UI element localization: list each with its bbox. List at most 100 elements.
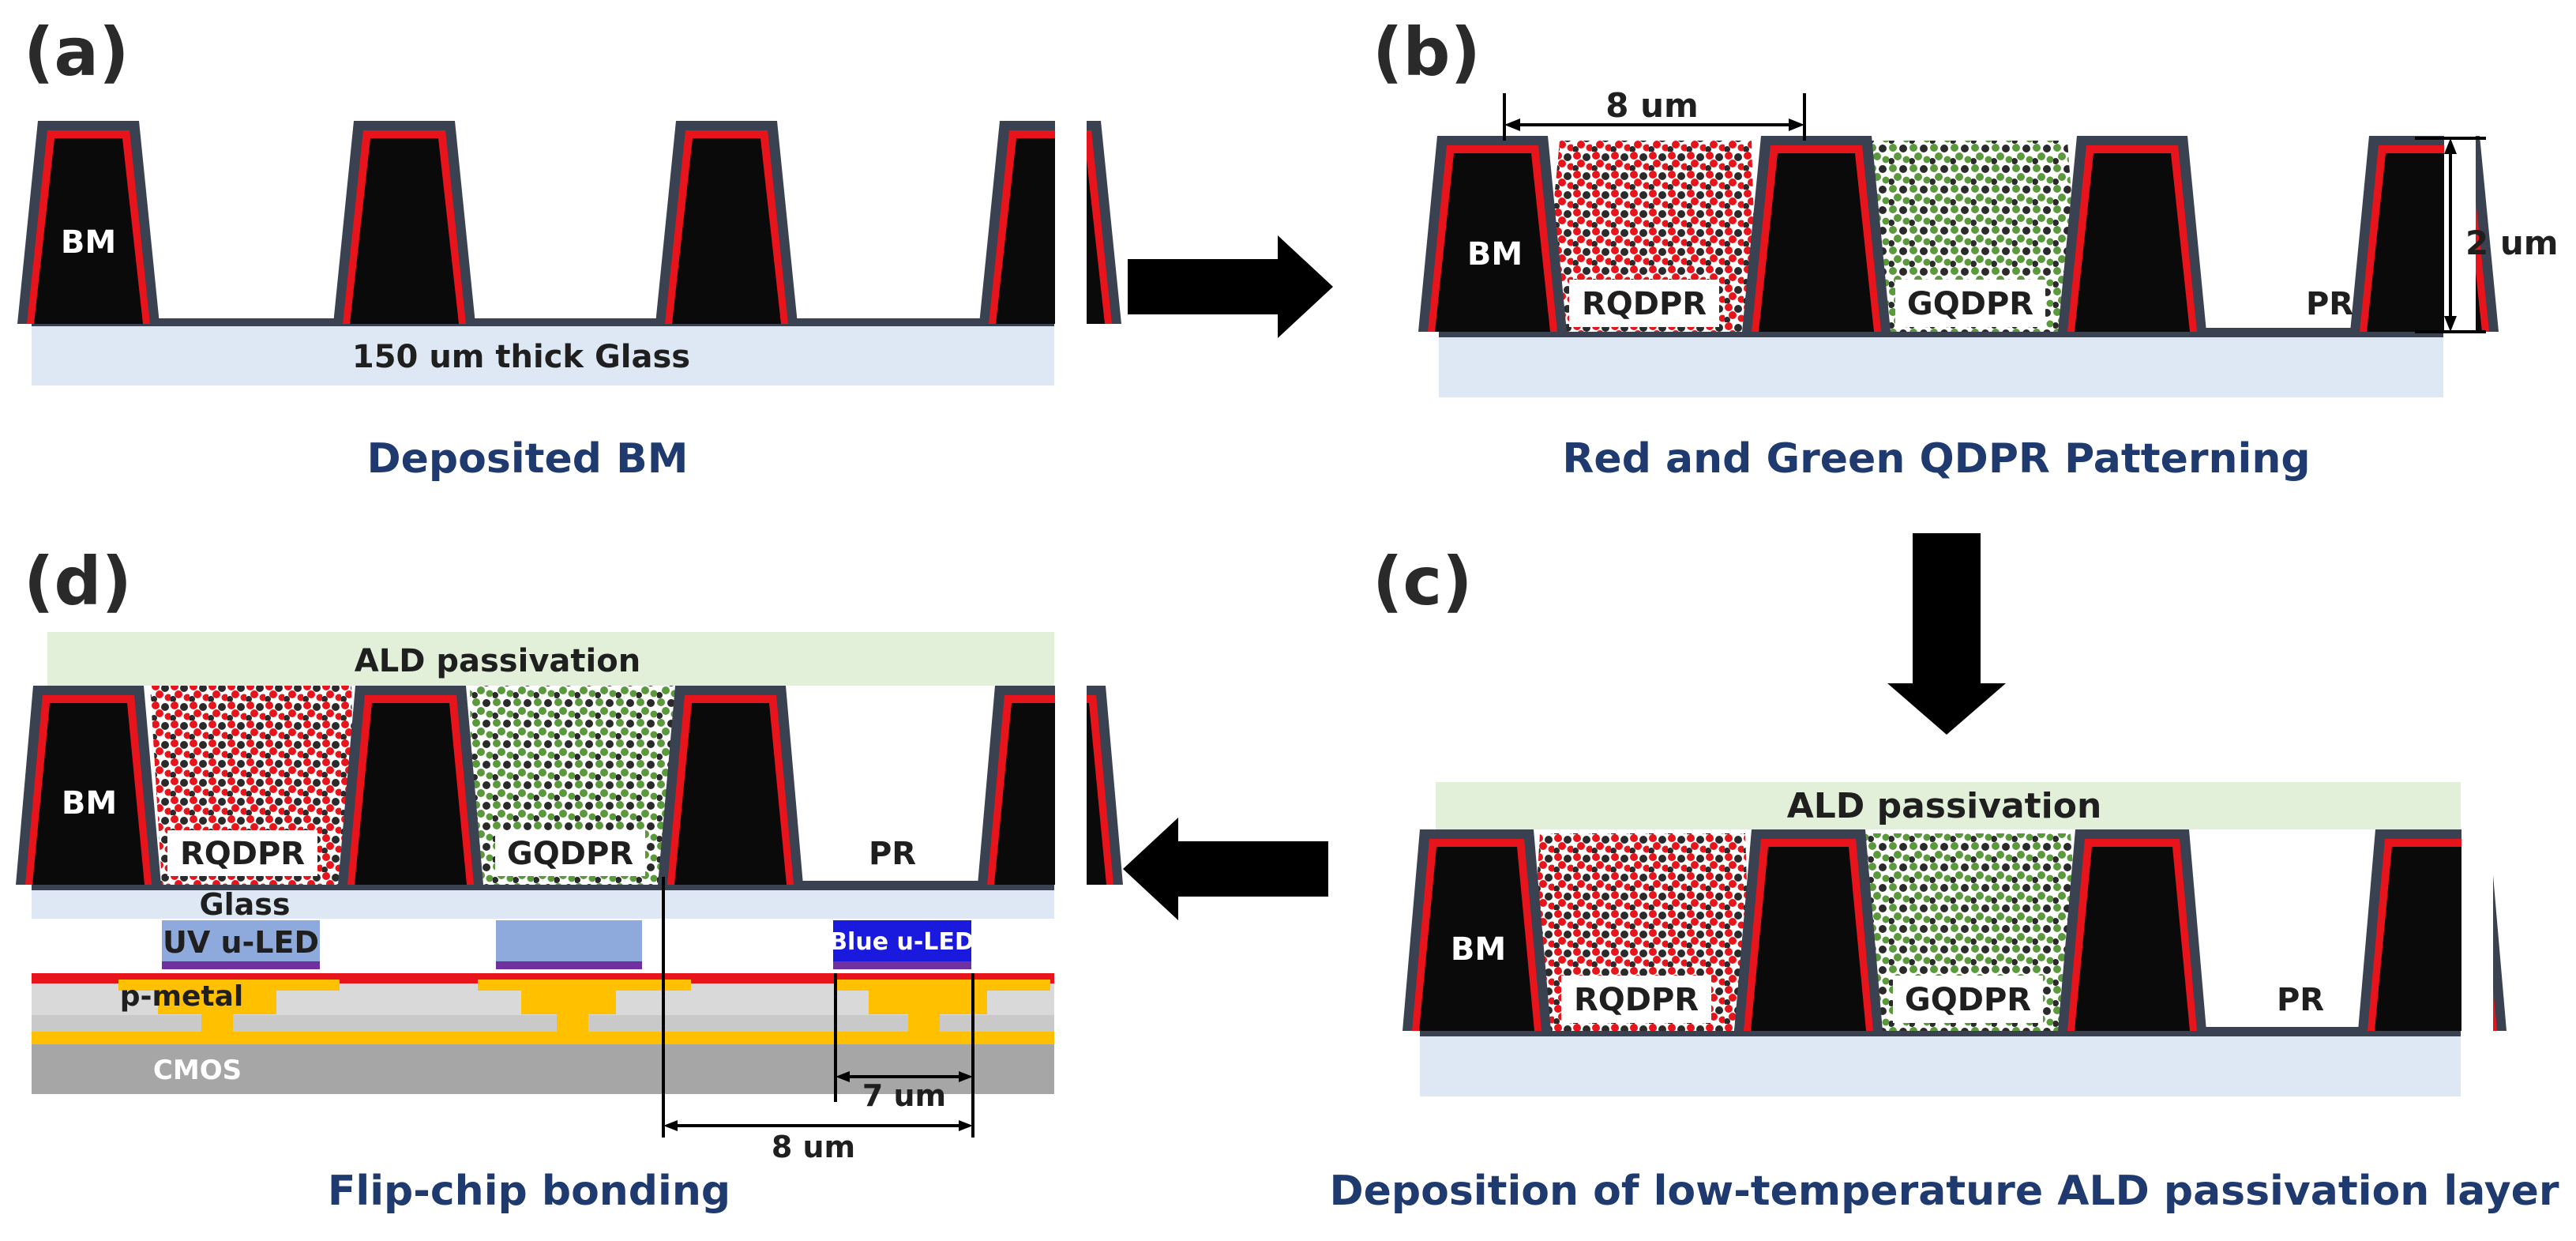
panel-c-right-mask <box>2461 822 2493 1106</box>
panel-c-pr-label: PR <box>2277 982 2324 1018</box>
panel-d: (d) <box>16 543 1123 1215</box>
panel-a-coating-base <box>32 318 1054 326</box>
panel-c-bm-bank-2-core <box>1751 847 1866 1031</box>
uv-led-stripe <box>162 961 320 969</box>
panel-d-glass-label: Glass <box>199 887 290 922</box>
panel-a-glass-label: 150 um thick Glass <box>352 339 690 375</box>
panel-b-height-dimension <box>2415 137 2486 333</box>
panel-d-pitch-dim-label: 8 um <box>772 1130 855 1164</box>
panel-d-rqdpr-box <box>167 830 317 876</box>
cmos-layer <box>32 1044 1054 1094</box>
panel-d-bm-bank-3 <box>658 686 803 885</box>
panel-d-bm-bank-2-core <box>355 703 467 885</box>
panel-b-bm-bank-3-core <box>2075 153 2190 332</box>
blue-led-stripe <box>833 961 971 969</box>
p-metal-pads <box>118 980 1050 1032</box>
metal-line-bottom <box>32 1032 1054 1044</box>
panel-a-bm-bank-4 <box>979 121 1121 324</box>
panel-d-cmos-label: CMOS <box>153 1055 242 1086</box>
panel-a: (a) 150 um thick Glass BM Deposited BM <box>17 13 1121 483</box>
panel-c-bm-bank-4-core <box>2375 847 2490 1031</box>
panel-b-rqdpr-label: RQDPR <box>1582 286 1707 322</box>
panel-b-structure: BM RQDPR GQDPR PR <box>1418 126 2499 403</box>
panel-b-rqdpr-box <box>1569 280 1719 327</box>
arrow-left-icon <box>1123 818 1328 920</box>
panel-b-bm-bank-1-core <box>1435 153 1550 332</box>
blue-led <box>833 920 971 961</box>
panel-d-label: (d) <box>24 543 132 620</box>
panel-a-structure <box>17 111 1121 395</box>
panel-c-ald-label: ALD passivation <box>1787 786 2102 826</box>
panel-b: (b) BM RQDPR GQDPR PR 8 um 2 um Red and Gre… <box>1372 13 2559 483</box>
panel-b-pr-label: PR <box>2306 286 2353 322</box>
panel-d-rqdpr-label: RQDPR <box>180 836 305 872</box>
panel-d-dimensions <box>662 877 974 1138</box>
panel-a-bm-bank-1-core <box>34 138 143 324</box>
panel-d-blue-led-label: Blue u-LED <box>829 928 974 956</box>
panel-d-bm-bank-4-core <box>994 703 1106 885</box>
panel-a-bm-bank-2-core <box>350 138 459 324</box>
panel-b-bm-bank-3 <box>2058 136 2206 332</box>
panel-d-ald-label: ALD passivation <box>355 643 640 679</box>
panel-b-bm-bank-2-core <box>1759 153 1874 332</box>
panel-c-bm-bank-1 <box>1403 829 1551 1031</box>
panel-b-gqdpr-label: GQDPR <box>1907 286 2033 322</box>
panel-d-uv-led-label: UV u-LED <box>163 925 319 960</box>
panel-c-bm-bank-2 <box>1734 829 1883 1031</box>
panel-d-led-dim-label: 7 um <box>862 1078 946 1113</box>
panel-c-gqdpr-box <box>1893 976 2043 1023</box>
panel-a-caption: Deposited BM <box>367 435 689 483</box>
arrow-right-icon <box>1128 235 1333 338</box>
panel-c-caption: Deposition of low-temperature ALD passiv… <box>1329 1168 2559 1215</box>
panel-b-width-label: 8 um <box>1605 86 1699 125</box>
panel-d-bm-bank-1 <box>16 686 161 885</box>
panel-d-caption: Flip-chip bonding <box>328 1168 730 1215</box>
panel-a-bm-bank-3-core <box>672 138 781 324</box>
panel-b-glass <box>1439 336 2443 397</box>
panel-c-bm-bank-3-core <box>2075 847 2190 1031</box>
panel-c-glass <box>1420 1035 2461 1096</box>
panel-d-gqdpr-box <box>495 830 645 876</box>
panel-d-bm-bank-1-core <box>32 703 145 885</box>
panel-c-bm-label: BM <box>1451 931 1506 968</box>
gray-layer-lower <box>32 1015 1054 1032</box>
panel-d-gqdpr-label: GQDPR <box>507 836 633 872</box>
panel-a-label: (a) <box>24 13 129 91</box>
panel-a-bm-label: BM <box>61 224 116 261</box>
panel-c-gqdpr-label: GQDPR <box>1905 982 2031 1018</box>
panel-a-bm-bank-3 <box>655 121 798 324</box>
panel-d-p-metal-label: p-metal <box>120 980 243 1013</box>
panel-b-gqdpr-box <box>1895 280 2045 327</box>
panel-c-bm-bank-3 <box>2058 829 2206 1031</box>
uv-led-2-stripe <box>496 961 642 969</box>
panel-b-caption: Red and Green QDPR Patterning <box>1562 435 2310 483</box>
panel-d-glass <box>32 889 1054 919</box>
panel-b-height-label: 2 um <box>2465 224 2559 262</box>
panel-d-bm-label: BM <box>62 785 117 822</box>
panel-d-right-mask <box>1055 679 1087 901</box>
panel-d-bm-bank-4 <box>978 686 1123 885</box>
panel-a-right-mask <box>1055 111 1087 395</box>
panel-b-label: (b) <box>1372 13 1481 91</box>
panel-a-bm-bank-2 <box>333 121 475 324</box>
uv-led-2 <box>496 920 642 961</box>
panel-d-bm-bank-3-core <box>674 703 787 885</box>
panel-d-cmos-stack <box>32 920 1054 1094</box>
panel-d-ald-layer <box>47 632 1054 686</box>
panel-c-ald-layer <box>1436 782 2461 829</box>
arrow-down-icon <box>1887 533 2006 735</box>
panel-c-rqdpr-box <box>1561 976 1711 1023</box>
panel-a-glass <box>32 326 1054 385</box>
panel-c-bm-bank-1-core <box>1419 847 1534 1031</box>
panel-a-bm-bank-1 <box>17 121 160 324</box>
panel-c-rqdpr-label: RQDPR <box>1574 982 1699 1018</box>
panel-b-bm-bank-1 <box>1418 136 1567 332</box>
panel-b-bm-label: BM <box>1467 236 1523 273</box>
panel-b-width-dimension <box>1503 93 1806 141</box>
panel-d-pr-label: PR <box>869 836 916 872</box>
panel-c-label: (c) <box>1372 543 1473 620</box>
panel-d-bm-bank-2 <box>338 686 483 885</box>
